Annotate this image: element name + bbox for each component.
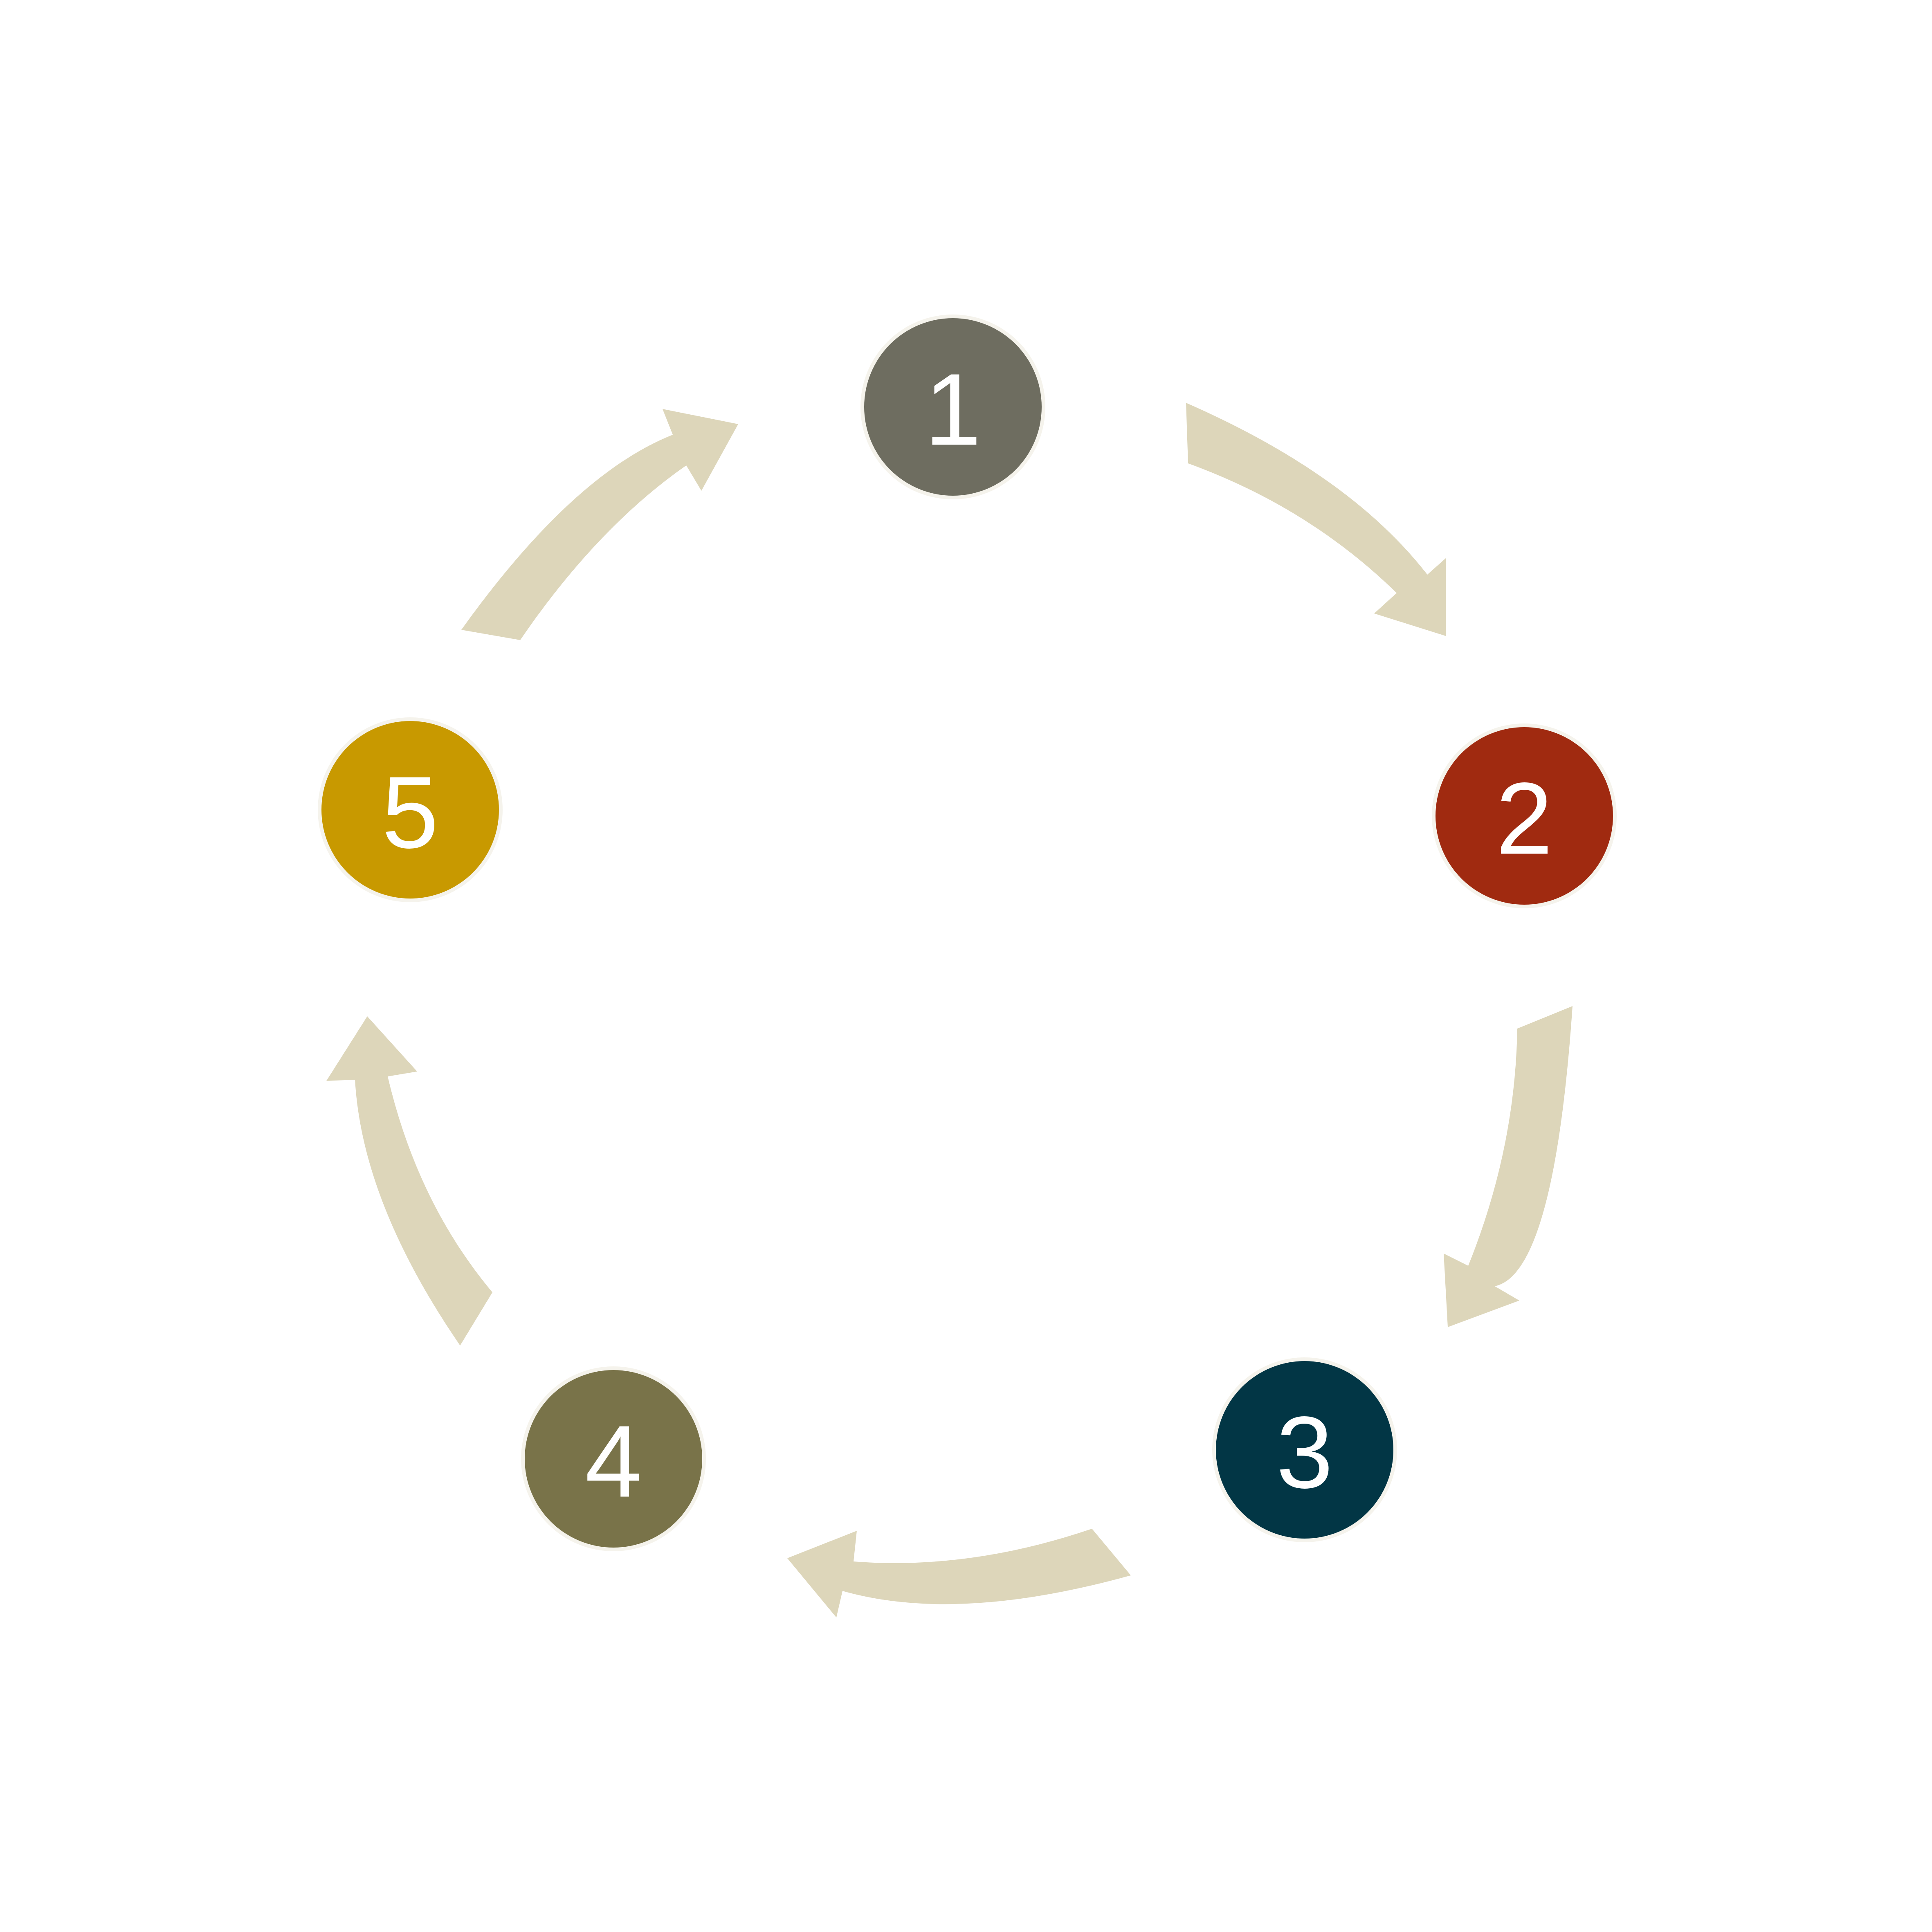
- step-label-1: 1: [924, 353, 981, 467]
- step-node-5: 5: [318, 717, 503, 902]
- arrows: [326, 403, 1573, 1617]
- step-node-1: 1: [860, 315, 1045, 499]
- step-label-3: 3: [1276, 1395, 1333, 1510]
- step-node-3: 3: [1212, 1357, 1397, 1542]
- step-fill-1: [864, 318, 1042, 496]
- arrow-5-to-1: [461, 409, 738, 640]
- step-fill-5: [321, 721, 499, 899]
- step-label-4: 4: [585, 1404, 642, 1519]
- step-fill-4: [525, 1370, 702, 1548]
- step-node-4: 4: [521, 1366, 706, 1551]
- arrow-3-to-4: [787, 1529, 1131, 1617]
- step-fill-3: [1216, 1361, 1393, 1539]
- step-label-5: 5: [382, 755, 438, 869]
- step-label-2: 2: [1496, 762, 1552, 876]
- step-node-2: 2: [1432, 723, 1617, 908]
- arrow-4-to-5: [326, 1016, 492, 1346]
- arrow-2-to-3: [1444, 1006, 1573, 1327]
- step-fill-2: [1436, 727, 1613, 905]
- arrow-1-to-2: [1186, 403, 1446, 636]
